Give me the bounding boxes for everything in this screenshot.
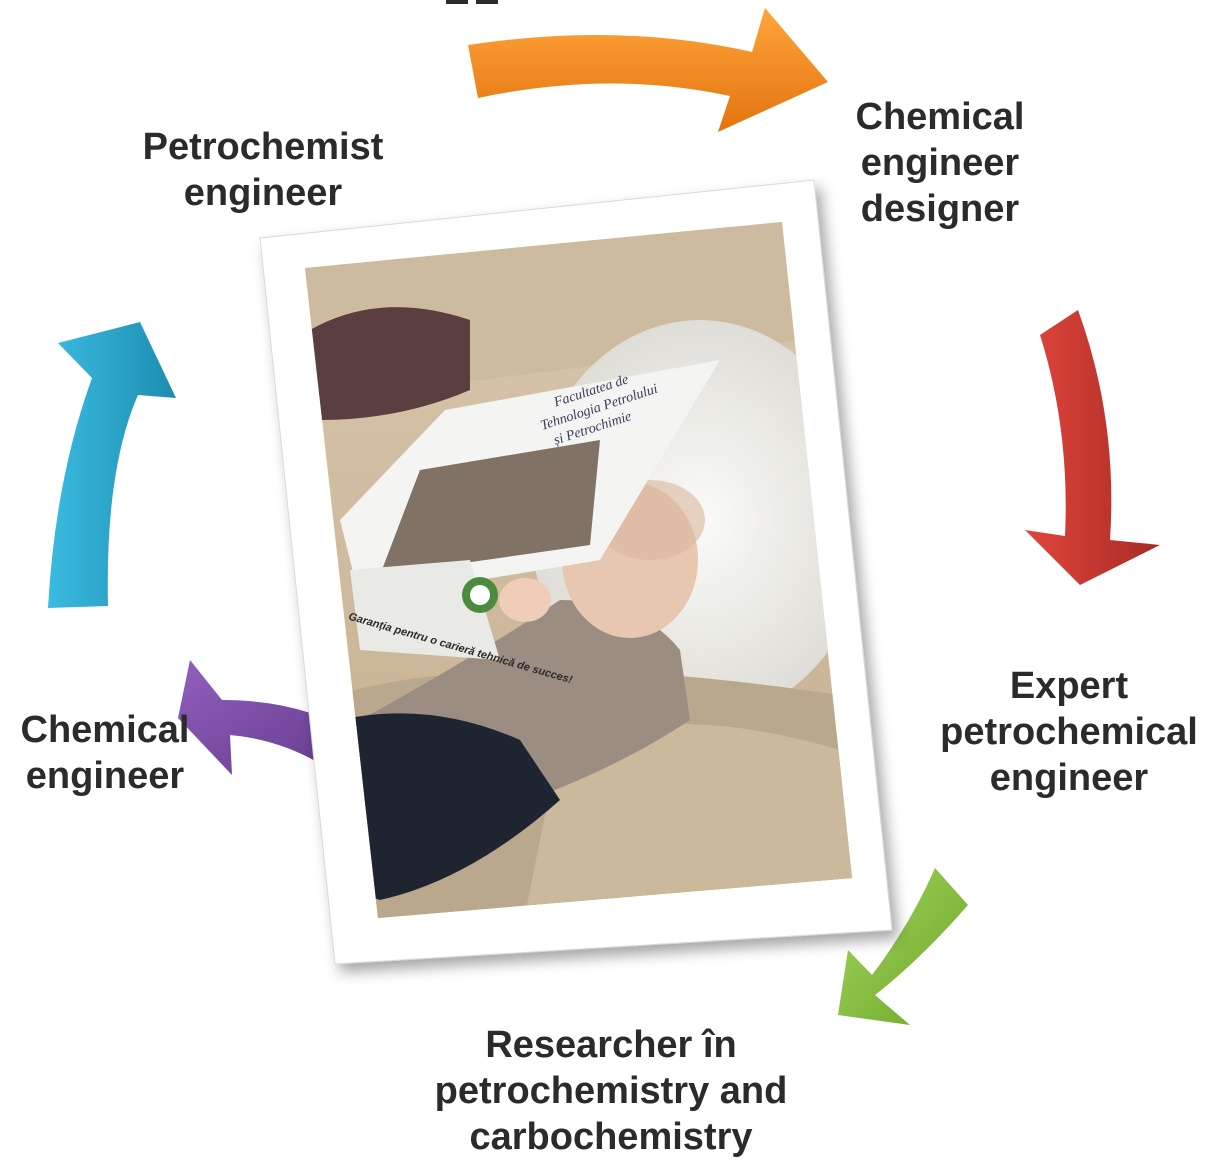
label-line: Chemical: [20, 709, 190, 751]
label-line: engineer: [860, 142, 1020, 184]
label-researcher: Researcher în petrochemistry and carboch…: [416, 1022, 806, 1160]
label-line: Expert: [1009, 665, 1129, 707]
arrow-blue-icon: [48, 322, 176, 608]
label-chemical-engineer: Chemical engineer: [0, 707, 210, 799]
label-line: engineer: [989, 757, 1149, 799]
label-chemical-engineer-designer: Chemical engineer designer: [830, 94, 1050, 232]
top-cut-mark-2: [476, 0, 498, 4]
label-line: Chemical: [855, 96, 1025, 138]
baby-photo: [305, 222, 852, 918]
arrow-orange-icon: [468, 8, 828, 132]
label-line: Researcher în: [485, 1024, 737, 1066]
arrow-red-icon: [1025, 310, 1160, 585]
label-petrochemist-engineer: Petrochemist engineer: [118, 124, 408, 216]
label-line: petrochemical: [940, 711, 1198, 753]
label-line: Petrochemist: [142, 126, 384, 168]
label-expert-petrochemical-engineer: Expert petrochemical engineer: [935, 663, 1203, 801]
arrow-green-icon: [838, 868, 968, 1025]
label-line: engineer: [25, 755, 185, 797]
top-cut-mark-1: [446, 0, 468, 4]
label-line: carbochemistry: [469, 1116, 753, 1158]
label-line: designer: [860, 188, 1020, 230]
label-line: petrochemistry and: [434, 1070, 788, 1112]
label-line: engineer: [183, 172, 343, 214]
